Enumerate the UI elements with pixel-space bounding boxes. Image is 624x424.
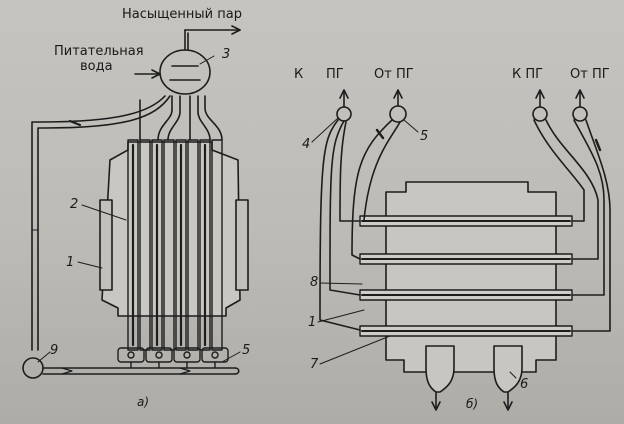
label-from-pg-2: От ПГ [570,67,610,82]
label-number-6: 6 [520,377,529,392]
feedwater-label-line1: Питательная [54,44,144,59]
pump [22,357,44,379]
label-number-9: 9 [50,343,59,358]
label-from-pg-1: От ПГ [374,67,414,82]
label-number-5-right: 5 [420,129,429,144]
feedwater-label-line2: вода [80,59,113,74]
label-number-1-right: 1 [308,315,317,330]
diagram-a [22,25,249,379]
label-number-3: 3 [222,47,231,62]
label-to-pg: К ПГ [512,67,544,82]
heater-vessel [101,141,241,317]
separator-drum [159,49,211,95]
subfigure-a-label: а) [137,395,150,409]
horizontal-heat-plates [359,215,573,337]
steam-label: Насыщенный пар [122,7,242,22]
bottom-headers [117,347,229,369]
label-k: К [294,67,304,82]
label-number-2: 2 [70,197,79,212]
label-number-4: 4 [302,137,311,152]
label-number-5-left: 5 [242,343,251,358]
core-body [385,181,557,373]
subfigure-b-label: б) [466,397,479,411]
label-number-8: 8 [310,275,319,290]
diagram-b [311,89,611,411]
label-number-1-left: 1 [66,255,75,270]
heat-exchange-tubes [127,139,223,351]
label-pg: ПГ [326,67,344,82]
label-number-7: 7 [310,357,319,372]
